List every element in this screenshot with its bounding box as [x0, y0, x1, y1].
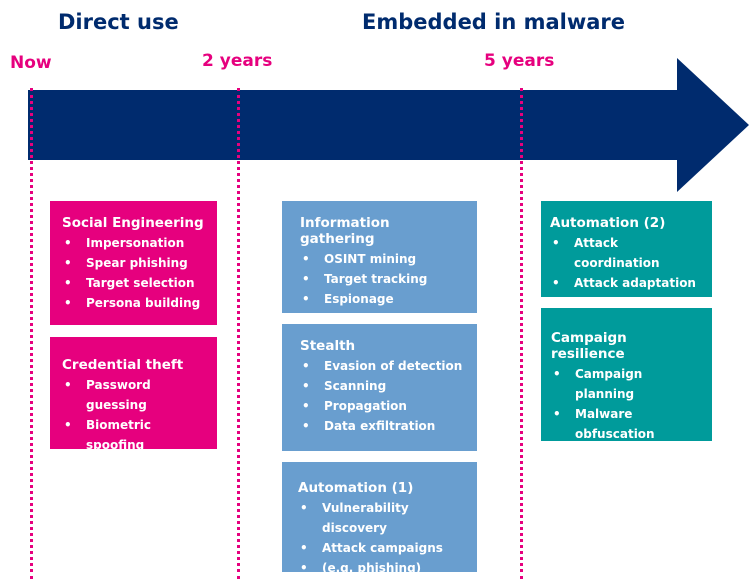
stealth-box: Stealth Evasion of detectionScanningProp… — [282, 324, 477, 451]
automation-1-box: Automation (1) Vulnerability discoveryAt… — [282, 462, 477, 578]
box-title: Credential theft — [62, 357, 184, 373]
list-item: Password guessing — [62, 375, 207, 415]
list-item: Target selection — [62, 273, 207, 293]
list-item: Attack campaigns — [298, 538, 467, 558]
list-item: Scanning — [300, 376, 467, 396]
timeline-2-years-label: 2 years — [202, 51, 273, 71]
box-title: Automation (1) — [298, 480, 414, 496]
list-item: Espionage — [300, 289, 467, 309]
box-title: Information gathering — [300, 215, 390, 247]
list-item: Identification of virtualisation — [551, 444, 702, 484]
list-item: (e.g. phishing) — [298, 558, 467, 578]
list-item: OSINT mining — [300, 249, 467, 269]
direct-use-heading: Direct use — [58, 10, 179, 34]
list-item: Biometric spoofing — [62, 415, 207, 455]
now-marker-line — [30, 88, 33, 579]
box-title: Stealth — [300, 338, 356, 354]
list-item: Impersonation — [62, 233, 207, 253]
list-item: Data exfiltration — [300, 416, 467, 436]
list-item: Attack coordination — [550, 233, 702, 273]
embedded-in-malware-heading: Embedded in malware — [362, 10, 626, 34]
list-item: Spear phishing — [62, 253, 207, 273]
timeline-now-label: Now — [10, 53, 52, 73]
information-gathering-box: Information gathering OSINT miningTarget… — [282, 201, 477, 313]
2-years-marker-line — [237, 88, 240, 579]
box-title: Automation (2) — [550, 215, 666, 231]
list-item: Target tracking — [300, 269, 467, 289]
timeline-arrow — [28, 58, 749, 192]
5-years-marker-line — [520, 88, 523, 579]
list-item: Vulnerability discovery — [298, 498, 467, 538]
box-title: Campaign resilience — [551, 330, 627, 362]
credential-theft-box: Credential theft Password guessingBiomet… — [50, 337, 217, 492]
social-engineering-box: Social Engineering ImpersonationSpear ph… — [50, 201, 217, 325]
list-item: Propagation — [300, 396, 467, 416]
list-item: Malware obfuscation — [551, 404, 702, 444]
list-item: Implicit key logging — [62, 455, 207, 495]
list-item: Persona building — [62, 293, 207, 313]
list-item: Campaign planning — [551, 364, 702, 404]
box-title: Social Engineering — [62, 215, 204, 231]
list-item: Evasion of detection — [300, 356, 467, 376]
campaign-resilience-box: Campaign resilience Campaign planningMal… — [541, 308, 712, 481]
automation-2-box: Automation (2) Attack coordinationAttack… — [541, 201, 712, 297]
timeline-5-years-label: 5 years — [484, 51, 555, 71]
list-item: Attack adaptation — [550, 273, 702, 293]
